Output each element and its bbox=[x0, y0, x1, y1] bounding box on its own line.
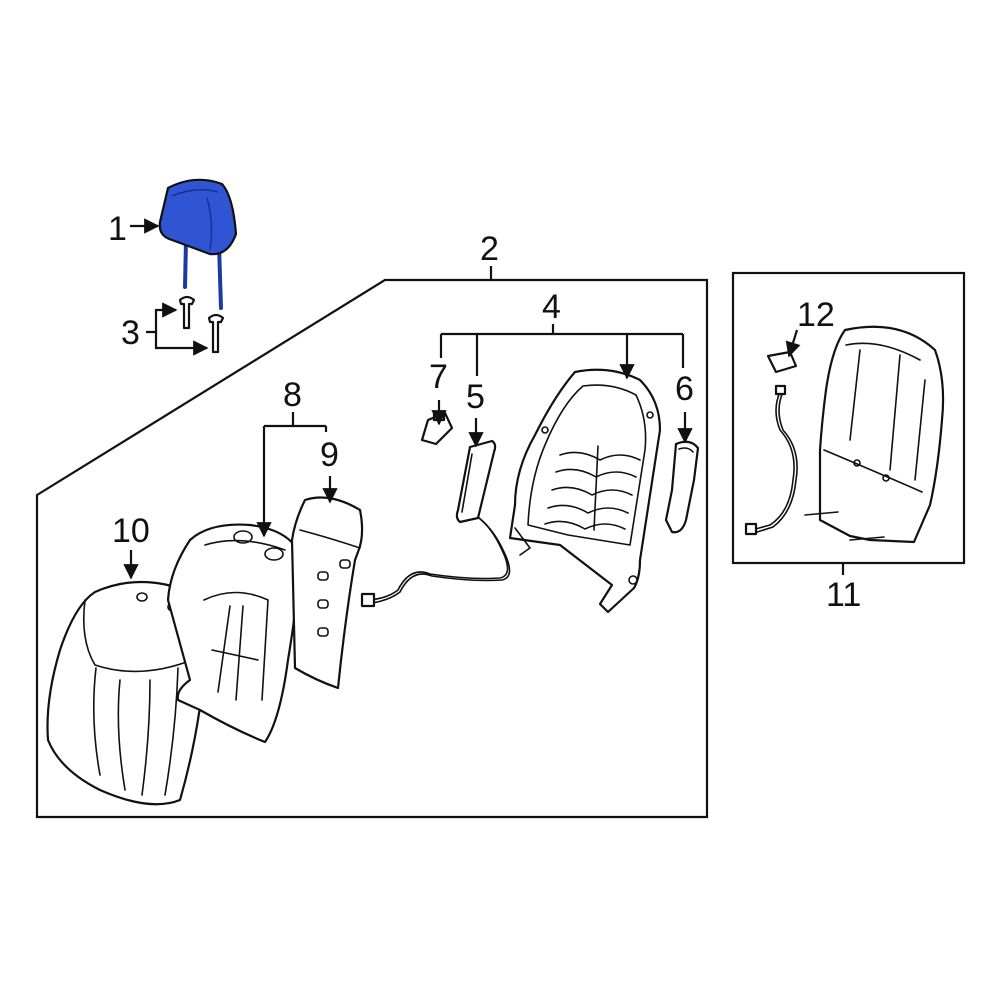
part-4-seat-back-frame[interactable] bbox=[508, 368, 662, 614]
part-6-side-trim[interactable] bbox=[664, 440, 700, 534]
callout-1: 1 bbox=[108, 210, 127, 248]
callout-6: 6 bbox=[675, 370, 694, 408]
callout-10: 10 bbox=[112, 512, 150, 550]
callout-8: 8 bbox=[283, 376, 302, 414]
callout-7: 7 bbox=[429, 358, 448, 396]
leader-lines bbox=[123, 218, 845, 580]
group-frame-11 bbox=[731, 271, 966, 565]
part-7-connector[interactable] bbox=[420, 410, 454, 446]
part-1-headrest[interactable] bbox=[158, 178, 238, 310]
callout-5: 5 bbox=[466, 378, 485, 416]
part-11-seat-back-panel[interactable] bbox=[804, 325, 945, 544]
part-12-control-module[interactable] bbox=[744, 350, 798, 536]
callout-11: 11 bbox=[826, 576, 861, 614]
part-8-seat-back-pad[interactable] bbox=[166, 523, 302, 744]
callout-9: 9 bbox=[320, 436, 339, 474]
part-9-side-pad[interactable] bbox=[290, 496, 364, 690]
callout-3: 3 bbox=[121, 314, 140, 352]
part-5-airbag-module[interactable] bbox=[360, 439, 511, 608]
callout-12: 12 bbox=[797, 296, 835, 334]
part-3-guide-pins[interactable] bbox=[178, 295, 225, 354]
callout-2: 2 bbox=[480, 230, 499, 268]
callout-4: 4 bbox=[542, 288, 561, 326]
group-frame-2 bbox=[35, 278, 709, 819]
